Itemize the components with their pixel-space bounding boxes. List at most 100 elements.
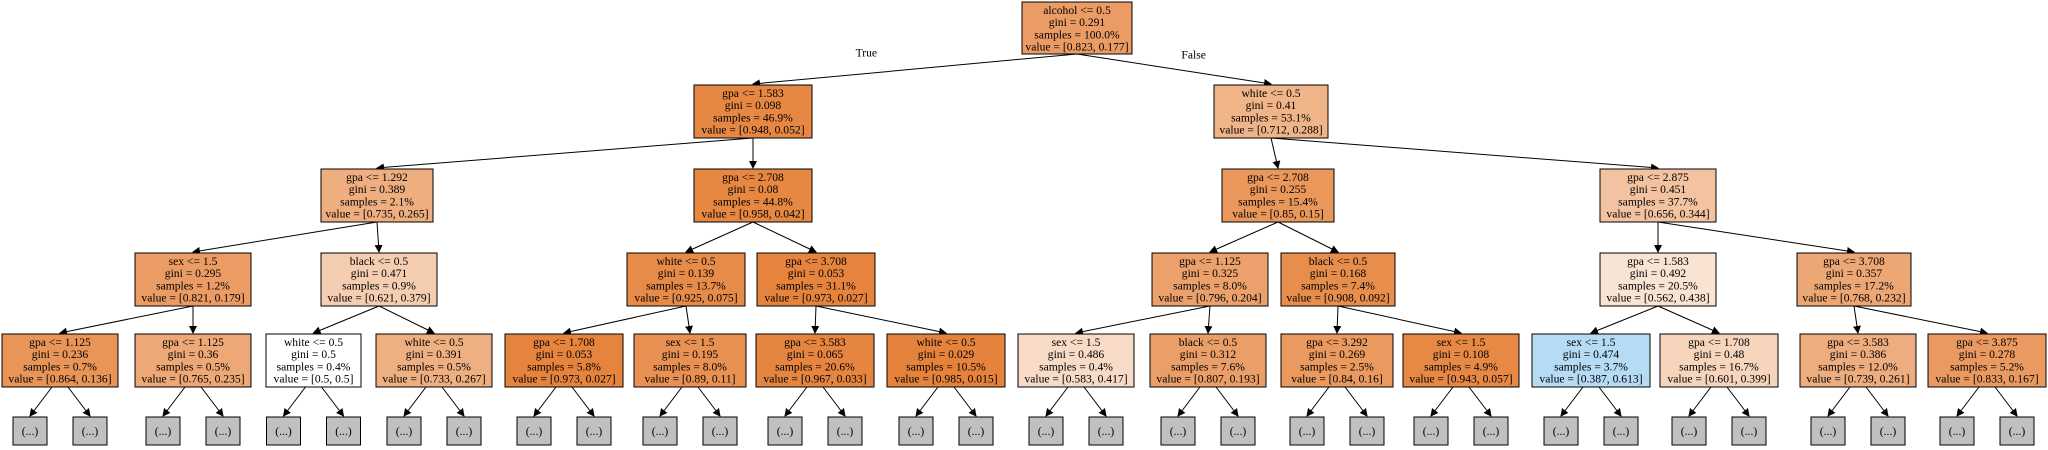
truncated-leaf-label: (...) <box>456 425 473 438</box>
node-samples-text: samples = 4.9% <box>1424 360 1498 373</box>
truncated-leaf: (...) <box>1349 416 1385 446</box>
node-split-text: sex <= 1.5 <box>666 336 715 349</box>
leaf-edge <box>1083 386 1107 417</box>
node-samples-text: samples = 13.7% <box>646 279 726 292</box>
node-split-text: gpa <= 3.708 <box>785 255 847 268</box>
node-gini-text: gini = 0.36 <box>168 348 219 361</box>
truncated-leaf-box <box>1603 416 1639 446</box>
node-samples-text: samples = 5.2% <box>1950 360 2024 373</box>
tree-edge <box>1657 305 1720 334</box>
node-samples-text: samples = 2.5% <box>1300 360 1374 373</box>
truncated-leaf-box <box>767 416 803 446</box>
truncated-leaf-label: (...) <box>586 425 603 438</box>
leaf-edge <box>1430 386 1454 417</box>
leaf-edge <box>441 386 465 417</box>
node-value-text: value = [0.908, 0.092] <box>1286 292 1389 305</box>
truncated-leaf-box <box>1028 416 1064 446</box>
truncated-leaf-label: (...) <box>1949 425 1966 438</box>
node-value-text: value = [0.601, 0.399] <box>1667 373 1770 386</box>
truncated-leaf: (...) <box>1999 416 2035 446</box>
tree-edge <box>192 221 378 255</box>
node-value-text: value = [0.84, 0.16] <box>1291 373 1383 386</box>
node-box <box>1213 84 1329 139</box>
leaf-edge <box>1956 386 1980 417</box>
truncated-leaf: (...) <box>827 416 863 446</box>
truncated-leaf-label: (...) <box>155 425 172 438</box>
node-split-text: gpa <= 3.292 <box>1306 336 1368 349</box>
leaf-edge <box>1726 386 1750 417</box>
node-split-text: gpa <= 1.708 <box>1688 336 1750 349</box>
node-value-text: value = [0.967, 0.033] <box>763 373 866 386</box>
truncated-leaf: (...) <box>1028 416 1064 446</box>
node-box <box>375 333 493 388</box>
node-gini-text: gini = 0.291 <box>1049 16 1106 29</box>
truncated-leaf: (...) <box>1473 416 1509 446</box>
tree-edge <box>312 305 380 335</box>
truncated-leaves-layer: (...) (...) (...) (...) (...) (...) (...) (...)… <box>12 416 2035 446</box>
tree-edge <box>1204 305 1213 334</box>
node-box <box>1402 333 1520 388</box>
node-value-text: value = [0.973, 0.027] <box>512 373 615 386</box>
truncated-leaf-label: (...) <box>1423 425 1440 438</box>
node-box <box>1531 333 1651 388</box>
leaf-edge <box>915 386 939 417</box>
tree-edge <box>1337 305 1462 336</box>
node-box <box>1799 333 1917 388</box>
leaf-edge <box>659 386 683 417</box>
node-box <box>626 252 746 307</box>
node-box <box>1151 252 1269 307</box>
truncated-leaf-label: (...) <box>712 425 729 438</box>
node-gini-text: gini = 0.471 <box>351 267 408 280</box>
node-gini-text: gini = 0.255 <box>1250 183 1307 196</box>
truncated-leaf: (...) <box>1870 416 1906 446</box>
truncated-leaf: (...) <box>1220 416 1256 446</box>
truncated-leaf: (...) <box>958 416 994 446</box>
truncated-leaf-box <box>1731 416 1767 446</box>
node-box <box>755 333 875 388</box>
truncated-leaf-label: (...) <box>1098 425 1115 438</box>
truncated-leaf-label: (...) <box>1170 425 1187 438</box>
truncated-leaf: (...) <box>266 416 301 446</box>
leaf-edge <box>784 386 808 417</box>
truncated-leaf-label: (...) <box>275 425 292 438</box>
leaf-edge <box>1688 386 1712 417</box>
node-gini-text: gini = 0.325 <box>1182 267 1239 280</box>
truncated-leaf-box <box>576 416 612 446</box>
node-box <box>134 333 252 388</box>
truncated-leaf-label: (...) <box>22 425 39 438</box>
node-gini-text: gini = 0.5 <box>291 348 336 361</box>
truncated-leaf: (...) <box>72 416 108 446</box>
node-samples-text: samples = 20.6% <box>775 360 855 373</box>
node-box <box>1599 168 1717 223</box>
leaf-edge <box>1560 386 1584 417</box>
truncated-leaf-box <box>958 416 994 446</box>
leaf-edge <box>1215 386 1239 417</box>
node-gini-text: gini = 0.168 <box>1310 267 1367 280</box>
leaf-edge <box>822 386 846 417</box>
node-samples-text: samples = 0.5% <box>156 360 230 373</box>
node-samples-text: samples = 0.5% <box>397 360 471 373</box>
node-split-text: black <= 0.5 <box>1179 336 1238 349</box>
truncated-leaf-label: (...) <box>82 425 99 438</box>
truncated-leaf-box <box>516 416 552 446</box>
truncated-leaf: (...) <box>205 416 241 446</box>
node-samples-text: samples = 8.0% <box>653 360 727 373</box>
truncated-leaf-box <box>266 416 301 446</box>
leaf-edge <box>533 386 557 417</box>
node-split-text: alcohol <= 0.5 <box>1043 4 1111 17</box>
node-split-text: black <= 0.5 <box>350 255 409 268</box>
leaf-edge <box>1827 386 1851 417</box>
truncated-leaf-box <box>1999 416 2035 446</box>
